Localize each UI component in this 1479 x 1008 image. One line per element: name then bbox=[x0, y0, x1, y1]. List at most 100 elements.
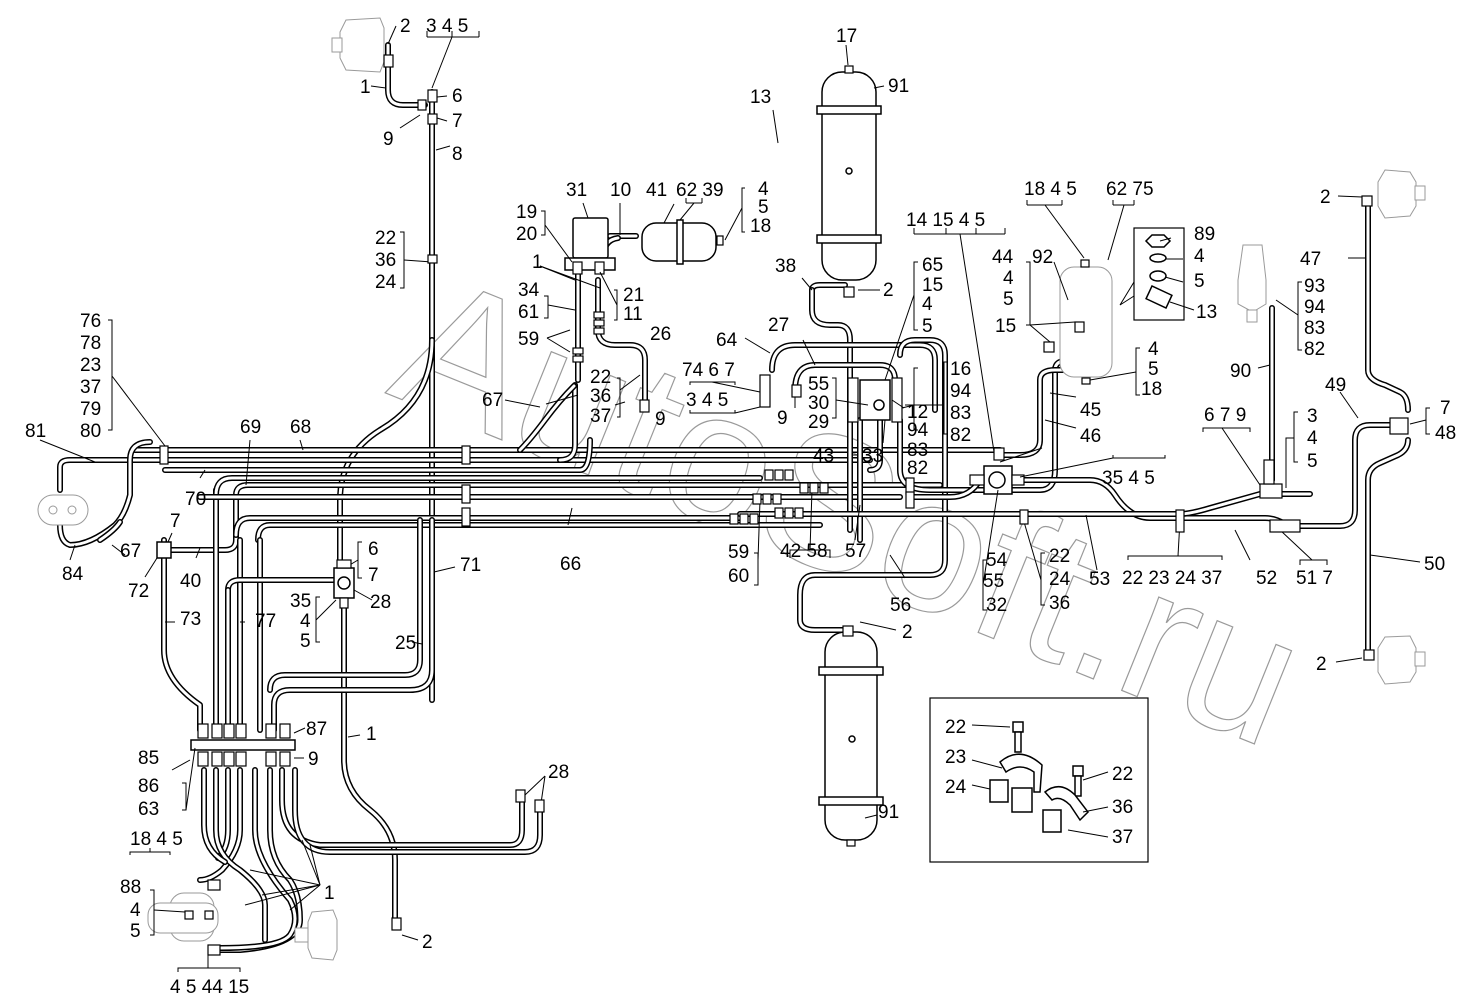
callout-label-l21: 7 bbox=[170, 511, 181, 532]
air-dryer-right[interactable] bbox=[1237, 244, 1267, 323]
leader-line-68 bbox=[734, 406, 761, 414]
inset-valve-detail bbox=[1119, 227, 1185, 321]
leader-line-169 bbox=[1067, 829, 1109, 838]
fitting-29 bbox=[759, 374, 771, 408]
pipe-core-32 bbox=[798, 338, 947, 632]
leader-line-8 bbox=[436, 95, 448, 98]
condensate-separator[interactable] bbox=[1059, 259, 1113, 385]
fitting-46 bbox=[461, 445, 471, 465]
callout-label-l120: 6 7 9 bbox=[1204, 405, 1246, 426]
leader-line-17 bbox=[299, 439, 304, 451]
leader-line-105 bbox=[1026, 261, 1031, 326]
leader-line-133 bbox=[1257, 364, 1271, 369]
callout-label-l13: 23 bbox=[80, 355, 101, 376]
leader-line-19 bbox=[167, 532, 173, 543]
callout-label-l66: 9 bbox=[777, 408, 788, 429]
callout-label-l137: 85 bbox=[138, 748, 159, 769]
callout-label-l126: 94 bbox=[1304, 297, 1326, 318]
callout-label-l100: 89 bbox=[1194, 224, 1215, 245]
leader-line-163 bbox=[401, 934, 419, 941]
leader-line-13 bbox=[108, 319, 113, 431]
callout-label-l141: 18 4 5 bbox=[130, 829, 183, 850]
callout-label-l86: 60 bbox=[728, 566, 749, 587]
leader-line-63 bbox=[744, 337, 771, 354]
inset-fastening-detail bbox=[929, 697, 1149, 863]
leader-line-151 bbox=[129, 851, 171, 855]
leader-line-117 bbox=[1112, 455, 1166, 459]
air-receiver-bottom[interactable] bbox=[818, 631, 884, 847]
leader-line-11 bbox=[400, 231, 405, 289]
fitting-31 bbox=[774, 469, 784, 481]
leader-line-104 bbox=[1107, 204, 1125, 261]
callout-label-l98: 15 bbox=[995, 316, 1016, 337]
callout-label-l119: 51 7 bbox=[1296, 568, 1333, 589]
callout-label-l131: 49 bbox=[1325, 375, 1346, 396]
tee-fitting-72[interactable] bbox=[156, 541, 172, 559]
callout-label-l127: 83 bbox=[1304, 318, 1325, 339]
leader-line-33 bbox=[845, 44, 849, 66]
brake-control-valve-center[interactable] bbox=[847, 377, 903, 423]
pipe-core-13 bbox=[234, 516, 742, 537]
callout-label-l45: 18 bbox=[750, 216, 771, 237]
fitting-23 bbox=[593, 319, 605, 327]
valve-31[interactable] bbox=[564, 217, 616, 275]
callout-label-l87: 42 58 bbox=[780, 541, 828, 562]
fitting-43 bbox=[739, 513, 749, 525]
leader-line-85 bbox=[809, 489, 813, 551]
brake-valve-bottom-left[interactable] bbox=[147, 892, 219, 942]
callout-label-l133: 48 bbox=[1435, 423, 1456, 444]
leader-line-10 bbox=[435, 145, 451, 151]
callout-label-l63: 27 bbox=[768, 315, 789, 336]
callout-label-l10: 24 bbox=[375, 272, 397, 293]
leader-line-5 bbox=[431, 36, 453, 89]
callout-label-l73: 5 bbox=[922, 316, 933, 337]
pipe-20 bbox=[271, 517, 435, 733]
pipe-core-8 bbox=[163, 438, 592, 472]
fitting-21 bbox=[391, 917, 402, 931]
callout-label-l106: 18 bbox=[1141, 379, 1162, 400]
leader-line-77 bbox=[943, 361, 948, 435]
callout-label-l112: 32 bbox=[986, 595, 1007, 616]
leader-line-48 bbox=[539, 265, 601, 289]
fitting-50 bbox=[905, 491, 915, 509]
leader-line-132 bbox=[1285, 437, 1294, 488]
callout-label-l124: 90 bbox=[1230, 361, 1251, 382]
leader-line-82 bbox=[754, 552, 759, 586]
callout-label-l67: 55 bbox=[808, 374, 829, 395]
air-receiver-small[interactable] bbox=[641, 219, 724, 265]
air-receiver-top[interactable] bbox=[816, 65, 882, 281]
callout-label-l37: 91 bbox=[888, 76, 909, 97]
leader-line-70 bbox=[832, 377, 837, 419]
leader-line-106 bbox=[1029, 321, 1076, 326]
pipe-core-30 bbox=[770, 343, 937, 412]
brake-chamber-bottom-center[interactable] bbox=[294, 909, 338, 961]
coupling-head-left[interactable] bbox=[37, 494, 89, 526]
callout-label-l59: 67 bbox=[482, 390, 503, 411]
pipe-network bbox=[57, 42, 1411, 953]
callout-label-l150: 22 bbox=[945, 717, 966, 738]
relay-valve-right[interactable] bbox=[969, 465, 1025, 495]
brake-chamber-top-right[interactable] bbox=[1377, 169, 1426, 219]
leader-line-168 bbox=[1082, 806, 1109, 813]
leader-line-42 bbox=[679, 202, 695, 221]
callout-label-l22: 67 bbox=[120, 541, 141, 562]
fitting-6 bbox=[339, 597, 349, 609]
brake-chamber-bottom-right[interactable] bbox=[1377, 635, 1426, 685]
callout-label-l148: 2 bbox=[422, 932, 433, 953]
fitting-65 bbox=[842, 625, 854, 637]
leader-line-12 bbox=[403, 259, 433, 263]
leader-line-166 bbox=[971, 784, 991, 790]
pipe-core-41 bbox=[1366, 198, 1410, 412]
leader-line-159 bbox=[150, 889, 155, 936]
distribution-manifold[interactable] bbox=[190, 739, 296, 751]
leader-line-36 bbox=[582, 202, 589, 219]
brake-chamber-top-left[interactable] bbox=[331, 17, 385, 73]
callout-label-l153: 22 bbox=[1112, 764, 1133, 785]
tee-valve-28[interactable] bbox=[333, 567, 355, 599]
leader-line-21 bbox=[195, 547, 201, 559]
leader-line-44 bbox=[724, 207, 743, 241]
leader-line-51 bbox=[544, 295, 549, 319]
pipe-core-34 bbox=[868, 418, 882, 472]
